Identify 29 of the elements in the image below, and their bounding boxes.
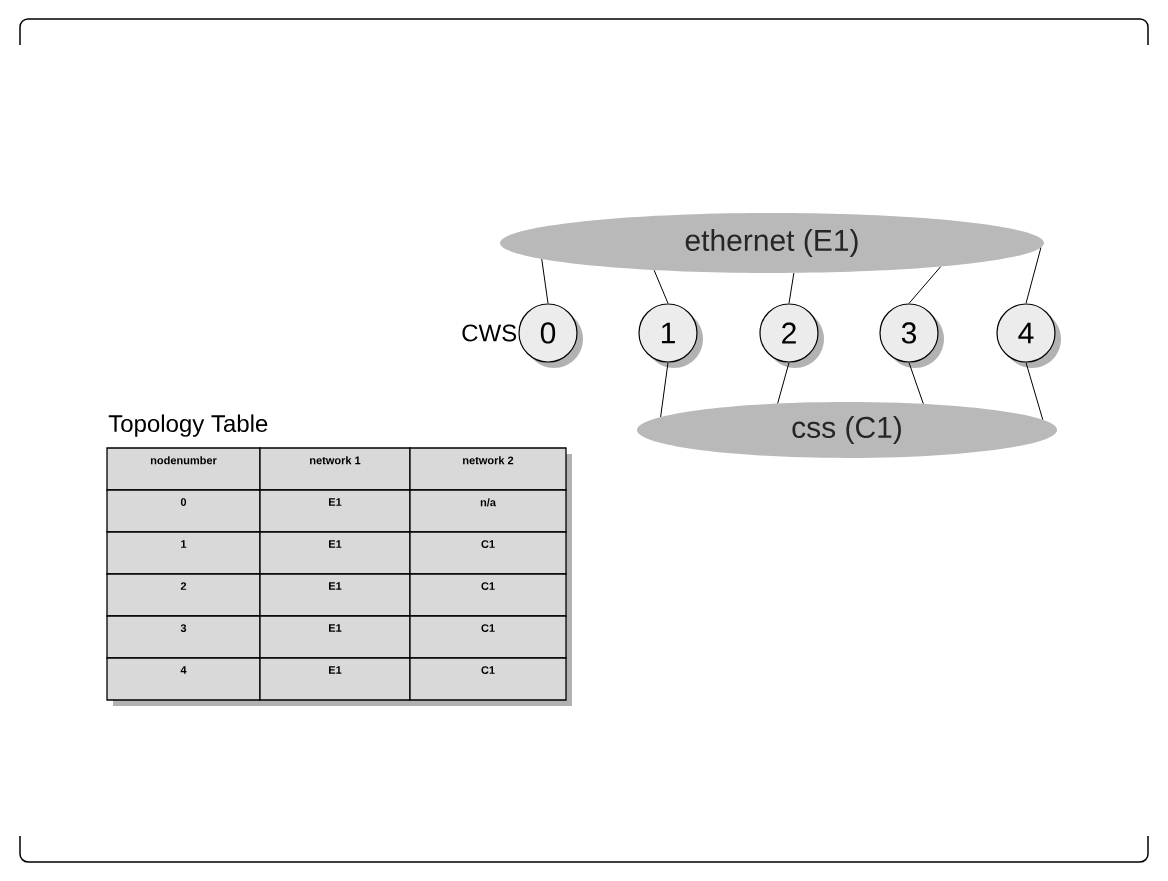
table-cell: nodenumber [106,447,261,491]
table-cell: E1 [259,531,411,575]
table-cell: 4 [106,657,261,701]
connector-line [908,362,924,405]
table-cell: E1 [259,489,411,533]
table-cell: C1 [409,615,567,659]
side-label: CWS [462,324,517,342]
table-cell: C1 [409,531,567,575]
table-cell: E1 [259,573,411,617]
connector-line [1025,362,1044,421]
connector-line [908,266,942,304]
table-cell: 1 [106,531,261,575]
connector-line [788,272,795,304]
table-cell: network 1 [259,447,411,491]
connector-line [777,362,790,404]
table-cell: E1 [259,615,411,659]
table-cell: C1 [409,573,567,617]
table-cell: 3 [106,615,261,659]
table-title: Topology Table [108,414,268,437]
table-cell: E1 [259,657,411,701]
table-cell: network 2 [409,447,567,491]
connector-line [1025,247,1042,304]
table-cell: 0 [106,489,261,533]
table-cell: n/a [409,489,567,533]
table-cell: 2 [106,573,261,617]
table-cell: C1 [409,657,567,701]
connector-line [660,362,669,418]
connector-line [541,258,549,304]
connector-line [653,269,669,304]
